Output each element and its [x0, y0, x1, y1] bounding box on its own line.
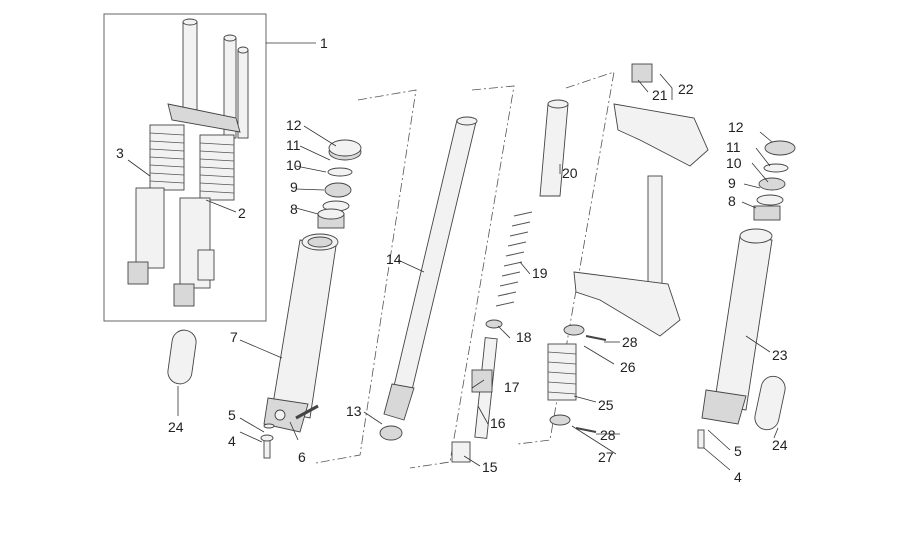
callout-22: 22: [678, 81, 694, 97]
callout-4-left: 4: [228, 433, 236, 449]
callout-24-right: 24: [772, 437, 788, 453]
callout-5-left: 5: [228, 407, 236, 423]
callout-5-right: 5: [734, 443, 742, 459]
callout-18: 18: [516, 329, 532, 345]
callout-26: 26: [620, 359, 636, 375]
callout-21: 21: [652, 87, 668, 103]
callout-14: 14: [386, 251, 402, 267]
callout-11-left: 11: [286, 137, 301, 153]
callouts: 1 2 3 4 4 5 5 6 7 8 8 9 9 10 10 11 11 12…: [116, 35, 788, 485]
callout-9-right: 9: [728, 175, 736, 191]
callout-16: 16: [490, 415, 506, 431]
callout-12-left: 12: [286, 117, 302, 133]
callout-23: 23: [772, 347, 788, 363]
callout-28-bottom: 28: [600, 427, 616, 443]
callout-9-left: 9: [290, 179, 298, 195]
callout-10-right: 10: [726, 155, 742, 171]
left-fork-leg: [263, 233, 339, 433]
dust-cover-left: [167, 329, 197, 385]
callout-17: 17: [504, 379, 520, 395]
callout-3: 3: [116, 145, 124, 161]
callout-13: 13: [346, 403, 362, 419]
callout-2: 2: [238, 205, 246, 221]
leader-lines: [127, 42, 779, 471]
callout-20: 20: [562, 165, 578, 181]
callout-25: 25: [598, 397, 614, 413]
inner-tube: [379, 116, 478, 441]
frame-right: [517, 71, 615, 445]
fork-assembly-box: [103, 13, 267, 322]
callout-1: 1: [320, 35, 328, 51]
steering-assembly: [573, 63, 709, 337]
callout-4-right: 4: [734, 469, 742, 485]
callout-15: 15: [482, 459, 498, 475]
callout-8-right: 8: [728, 193, 736, 209]
left-seals-stack: [317, 139, 362, 229]
right-fork-leg: [697, 140, 796, 449]
dust-cover-right: [754, 375, 786, 431]
callout-19: 19: [532, 265, 548, 281]
boot-parts: [547, 324, 607, 433]
left-bolts: [260, 404, 319, 459]
callout-28-top: 28: [622, 334, 638, 350]
callout-7: 7: [230, 329, 238, 345]
callout-6: 6: [298, 449, 306, 465]
callout-27: 27: [598, 449, 614, 465]
frame-left: [315, 89, 417, 464]
callout-10-left: 10: [286, 157, 302, 173]
callout-24-left: 24: [168, 419, 184, 435]
callout-12-right: 12: [728, 119, 744, 135]
callout-11-right: 11: [726, 139, 741, 155]
damper-parts: [451, 99, 569, 463]
fork-assembly-drawing: [127, 18, 249, 307]
callout-8-left: 8: [290, 201, 298, 217]
frame-middle: [409, 85, 515, 469]
